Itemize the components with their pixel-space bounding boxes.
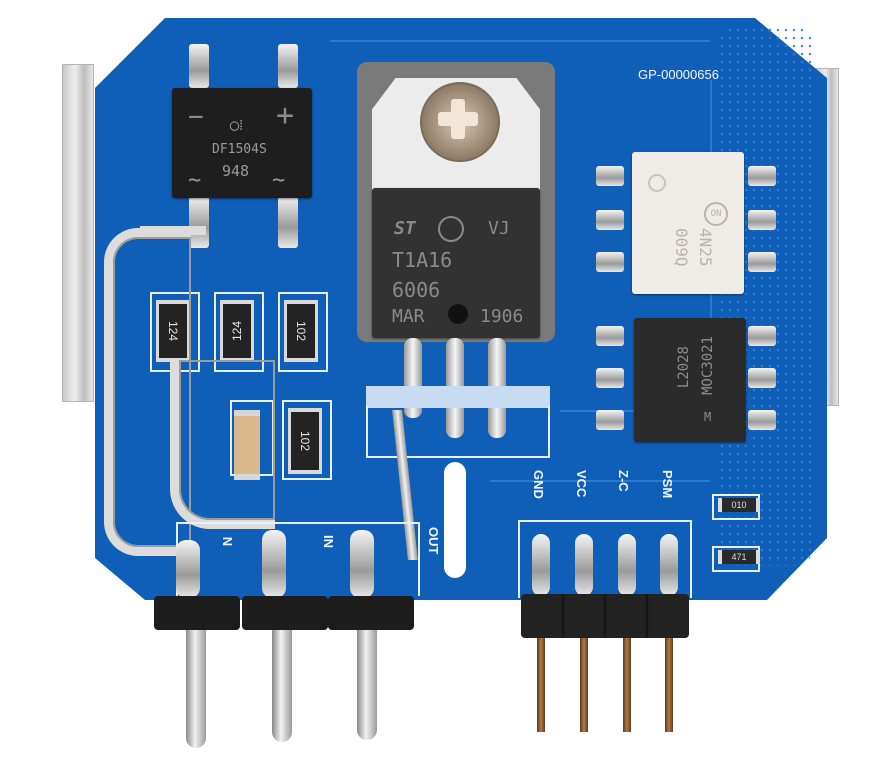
pin-zero-cross[interactable]: [623, 638, 631, 732]
pin-vcc[interactable]: [580, 638, 588, 732]
manufacturer-logo-icon: ◯⁞: [230, 116, 244, 134]
label-in: IN: [321, 535, 336, 548]
label-gnd: GND: [531, 470, 546, 499]
opto-pad: [596, 252, 624, 272]
power-pin-neutral[interactable]: [186, 630, 206, 748]
part-number-label: GP-00000656: [638, 67, 719, 82]
moc-code: L2028: [676, 346, 692, 389]
resistor-footprint: [282, 400, 332, 480]
triac-chip: ST VJ T1A16 6006 MAR 1906: [372, 188, 540, 338]
pin-gnd[interactable]: [537, 638, 545, 732]
rectifier-code: 948: [222, 162, 250, 180]
ac-mark: ~: [272, 168, 286, 193]
optocoupler-4n25-chip: 4N25 009Q ON: [632, 152, 744, 294]
screw-slot: [451, 99, 465, 139]
opto-pad: [748, 166, 776, 186]
opto-pad: [596, 368, 624, 388]
resistor-102: 102: [284, 300, 318, 362]
opto-pad: [748, 368, 776, 388]
power-pin-solder-joint: [262, 530, 286, 598]
opto-pad: [748, 326, 776, 346]
ac-mark: ~: [188, 168, 202, 193]
triac-model: T1A16: [392, 248, 453, 272]
power-terminal-silk: [176, 522, 420, 596]
label-neutral: N: [220, 536, 236, 547]
label-out: OUT: [426, 527, 441, 555]
pin-psm[interactable]: [665, 638, 673, 732]
jumper-wire-middle: [170, 360, 275, 529]
triac-origin: MAR: [392, 306, 425, 327]
resistor-124: 124: [156, 300, 190, 362]
plus-mark: +: [276, 98, 295, 133]
opto-pad: [748, 210, 776, 230]
rectifier-model: DF1504S: [212, 142, 267, 157]
opto-pad: [596, 326, 624, 346]
header-solder-joint: [660, 534, 678, 596]
opto-pad: [596, 410, 624, 430]
opto-code: 009Q: [672, 228, 691, 267]
power-pin-solder-joint: [176, 540, 200, 598]
label-vcc: VCC: [574, 470, 589, 498]
jumper-wire-left-top: [140, 226, 206, 235]
rectifier-pad: [278, 44, 298, 88]
bridge-rectifier-chip: − + ◯⁞ DF1504S 948 ~ ~: [172, 88, 312, 198]
opto-model: 4N25: [696, 228, 715, 267]
control-pin-header: [521, 594, 689, 638]
resistor-footprint: [278, 292, 328, 372]
label-psm: PSM: [660, 470, 675, 499]
triac-mark: VJ: [488, 218, 510, 239]
power-pin-header: [242, 596, 328, 630]
power-pin-out[interactable]: [357, 630, 377, 740]
opto-pad: [596, 210, 624, 230]
opto-pad: [596, 166, 624, 186]
label-zero-cross: Z-C: [616, 470, 631, 492]
moc-logo-icon: M: [704, 410, 712, 424]
pin1-marker-icon: [648, 174, 666, 192]
opto-pad: [748, 410, 776, 430]
power-pin-in[interactable]: [272, 630, 292, 742]
rectifier-pad: [278, 196, 298, 248]
power-pin-header: [154, 596, 240, 630]
on-semi-logo-icon: ON: [704, 202, 728, 226]
triac-spacer-strip: [366, 386, 550, 408]
capacitor-c1: [234, 410, 260, 480]
pin1-dot: [448, 304, 468, 324]
header-solder-joint: [532, 534, 550, 596]
copper-pour: [718, 26, 813, 566]
st-logo-icon: ST: [394, 218, 416, 239]
minus-mark: −: [188, 102, 204, 132]
trace: [330, 40, 710, 42]
small-resistor-010: 010: [718, 498, 760, 512]
resistor-102: 102: [288, 408, 322, 474]
optocoupler-moc3021-chip: MOC3021 L2028 M: [634, 318, 746, 442]
moc-model: MOC3021: [700, 336, 716, 396]
power-pin-solder-joint: [350, 530, 374, 598]
mounting-slot: [444, 462, 466, 578]
header-solder-joint: [575, 534, 593, 596]
triac-date: 1906: [480, 306, 524, 327]
power-pin-header: [328, 596, 414, 630]
rectifier-pad: [189, 44, 209, 88]
trace: [490, 480, 710, 482]
opto-pad: [748, 252, 776, 272]
triac-lot: 6006: [392, 278, 441, 302]
triac-silk-outline: [366, 406, 550, 458]
resistor-124: 124: [220, 300, 254, 362]
small-resistor-471: 471: [718, 550, 760, 564]
certification-mark-icon: [438, 216, 464, 242]
heatsink-rail-left: [62, 64, 94, 402]
rectifier-pad: [189, 196, 209, 248]
control-header-silk: [518, 520, 692, 598]
header-solder-joint: [618, 534, 636, 596]
